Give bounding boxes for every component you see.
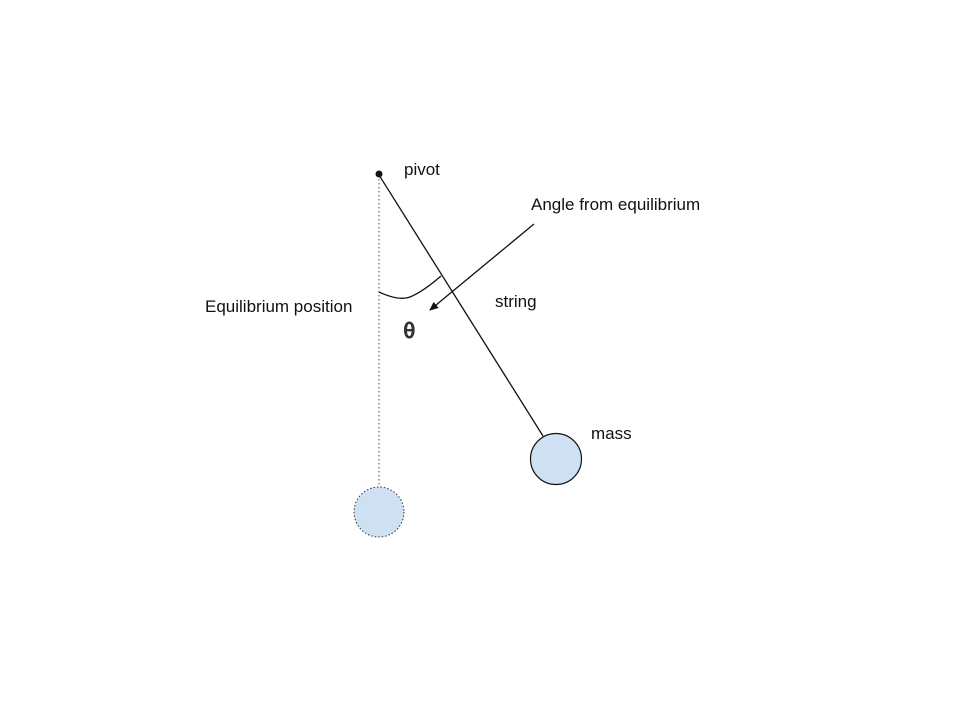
angle-arc — [378, 275, 442, 299]
pivot-point — [375, 170, 383, 178]
equilibrium-bob — [353, 486, 405, 538]
mass-bob — [529, 432, 583, 486]
equilibrium-position-label: Equilibrium position — [205, 297, 353, 316]
angle-arrow — [429, 223, 535, 311]
string-line — [378, 174, 544, 437]
pivot-label: pivot — [404, 160, 440, 179]
angle-from-equilibrium-label: Angle from equilibrium — [531, 195, 701, 214]
string-label: string — [495, 292, 537, 311]
theta-symbol: θ — [403, 319, 416, 343]
mass-label: mass — [591, 424, 632, 443]
